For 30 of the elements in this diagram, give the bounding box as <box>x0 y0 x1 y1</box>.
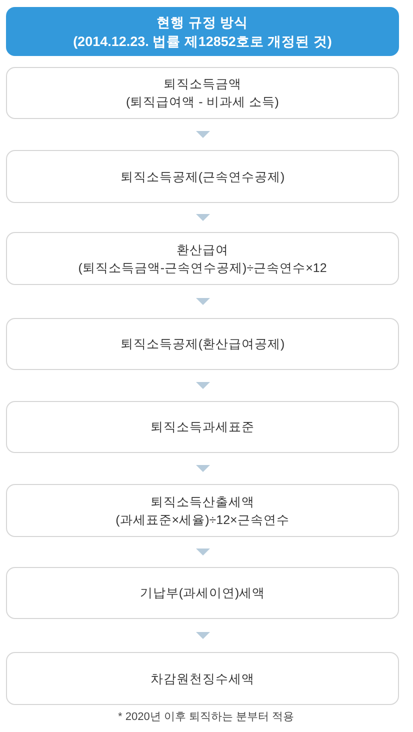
formula-text: (퇴직소득금액-근속연수공제)÷근속연수×12 <box>78 260 327 276</box>
step-label: 퇴직소득산출세액 <box>150 494 254 510</box>
step-label: 차감원천징수세액 <box>150 670 254 688</box>
formula-text: (퇴직급여액 - 비과세 소득) <box>126 94 279 111</box>
arrow <box>196 214 210 221</box>
arrow <box>196 382 210 389</box>
process-box <box>6 150 399 203</box>
step-label: 퇴직소득공제(환산급여공제) <box>120 336 285 353</box>
step-label: 환산급여 <box>176 242 228 258</box>
step-label: 퇴직소득과세표준 <box>150 419 254 436</box>
formula-text: (과세표준×세율)÷12×근속연수 <box>116 512 290 528</box>
arrow <box>196 465 210 472</box>
footnote: * 2020년 이후 퇴직하는 분부터 적용 <box>118 710 294 724</box>
step-label: 기납부(과세이연)세액 <box>140 585 266 602</box>
process-box <box>6 652 399 705</box>
step-label: 퇴직소득금액 <box>164 76 242 93</box>
arrow <box>196 298 210 305</box>
process-box <box>6 567 399 619</box>
arrow <box>196 131 210 138</box>
process-box <box>6 484 399 537</box>
process-box <box>6 318 399 370</box>
banner-subtitle: (2014.12.23. 법률 제12852호로 개정된 것) <box>73 32 332 50</box>
banner-title: 현행 규정 방식 <box>156 14 248 32</box>
arrow <box>196 548 210 556</box>
step-label: 퇴직소득공제(근속연수공제) <box>120 168 285 186</box>
process-box <box>6 67 399 119</box>
arrow <box>196 632 210 639</box>
process-box <box>6 232 399 285</box>
process-box <box>6 401 399 453</box>
title-banner <box>6 7 399 56</box>
